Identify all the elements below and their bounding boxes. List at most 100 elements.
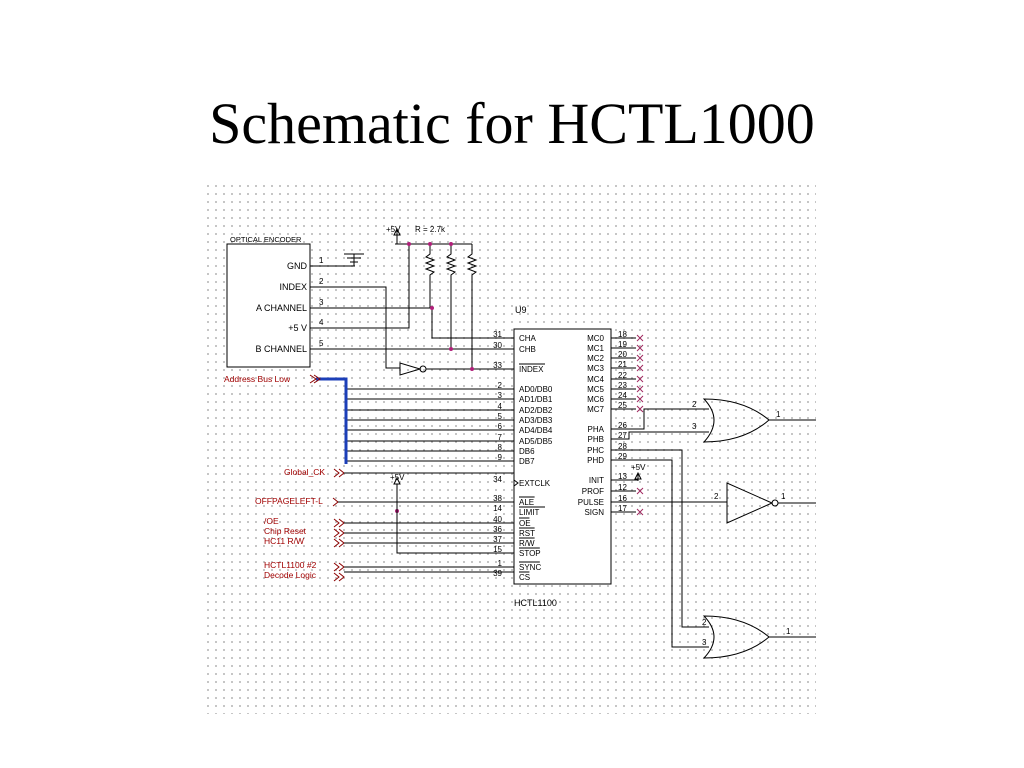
chip-pin-num-28: 28 [618, 442, 627, 451]
encoder-pin-num-1: 1 [319, 256, 324, 265]
chip-pin-num-29: 29 [618, 452, 627, 461]
chip-pin-num-13: 13 [618, 472, 627, 481]
power-label-mid: +5V [390, 473, 405, 482]
net-label-offpage: OFFPAGELEFT-L [255, 496, 323, 506]
chip-pin-num-39: 39 [493, 569, 502, 578]
slide-title: Schematic for HCTL1000 [209, 91, 815, 156]
net-label-hctl-2: HCTL1100 #2 [264, 560, 317, 570]
chip-pin-label-mc5: MC5 [587, 385, 604, 394]
chip-pin-num-18: 18 [618, 330, 627, 339]
schematic-diagram: OPTICAL ENCODER GND INDEX A CHANNEL +5 V… [204, 182, 824, 714]
junction-dots [395, 242, 474, 513]
chip-pin-label-cs: CS [519, 573, 530, 582]
chip-pin-num-24: 24 [618, 391, 627, 400]
chip-pin-num-12: 12 [618, 483, 627, 492]
chip-pin-num-38: 38 [493, 494, 502, 503]
net-label-decode: Decode Logic [264, 570, 317, 580]
chip-pin-label-mc6: MC6 [587, 395, 604, 404]
chip-pin-label-ale: ALE [519, 498, 534, 507]
chip-pin-label-init: INIT [589, 476, 604, 485]
chip-pin-num-22: 22 [618, 371, 627, 380]
power-label-right: +5V [631, 463, 646, 472]
or2-in1: 2 [702, 618, 707, 627]
chip-pin-num-37: 37 [493, 535, 502, 544]
net-label-oe: /OE [264, 516, 279, 526]
chip-pin-label-phb: PHB [588, 435, 604, 444]
chip-pin-label-extclk: EXTCLK [519, 479, 551, 488]
chip-pin-num-40: 40 [493, 515, 502, 524]
or-gate-1: 2 3 1 [611, 398, 824, 443]
chip-pin-label-phd: PHD [587, 456, 604, 465]
chip-pin-label-limit: LIMIT [519, 508, 540, 517]
chip-pin-label-ad3-db3: AD3/DB3 [519, 416, 553, 425]
or-gate-2: 2 3 1 [611, 449, 824, 659]
chip-pin-num-3: 3 [498, 391, 503, 400]
or1-out: 1 [776, 410, 781, 419]
encoder-title: OPTICAL ENCODER [230, 235, 302, 244]
chip-pin-num-2: 2 [498, 381, 503, 390]
chip-pin-label-mc4: MC4 [587, 375, 604, 384]
chip-pin-num-5: 5 [498, 412, 503, 421]
chip-pin-label-oe: OE [519, 519, 531, 528]
chip-pin-label-cha: CHA [519, 334, 537, 343]
chip-pin-num-30: 30 [493, 341, 502, 350]
chip-pin-num-15: 15 [493, 545, 502, 554]
chip-pin-label-db6: DB6 [519, 447, 535, 456]
net-label-hc11-rw: HC11 R/W [264, 536, 304, 546]
encoder-pin-a-channel: A CHANNEL [256, 303, 307, 313]
chip-pin-label-ad0-db0: AD0/DB0 [519, 385, 553, 394]
net-labels-left: Global_CK +5V OFFPAGELEFT-L /OE Chip Res… [255, 467, 514, 582]
encoder-pin-gnd: GND [287, 261, 308, 271]
chip-pin-num-36: 36 [493, 525, 502, 534]
chip-pin-label-mc2: MC2 [587, 354, 604, 363]
chip-pin-label-pulse: PULSE [578, 498, 604, 507]
net-label-address-bus: Address Bus Low [224, 374, 291, 384]
chip-pin-label-pha: PHA [588, 425, 605, 434]
chip-pin-num-8: 8 [498, 443, 503, 452]
chip-pin-label-mc1: MC1 [587, 344, 604, 353]
chip-pin-label-phc: PHC [587, 446, 604, 455]
or1-in1: 2 [692, 400, 697, 409]
or1-in2: 3 [692, 422, 697, 431]
encoder-pin-num-3: 3 [319, 298, 324, 307]
buf-out: 1 [781, 492, 786, 501]
chip-pin-num-34: 34 [493, 475, 502, 484]
chip-pin-num-20: 20 [618, 350, 627, 359]
chip-pin-label-ad5-db5: AD5/DB5 [519, 437, 553, 446]
chip-pin-num-16: 16 [618, 494, 627, 503]
chip-pin-num-17: 17 [618, 504, 627, 513]
encoder-pin-num-4: 4 [319, 318, 324, 327]
chip-pin-label-stop: STOP [519, 549, 541, 558]
chip-pin-label-mc7: MC7 [587, 405, 604, 414]
chip-pin-num-25: 25 [618, 401, 627, 410]
or2-out: 1 [786, 627, 791, 636]
address-bus: Address Bus Low [224, 374, 348, 464]
chip-pin-num-1: 1 [498, 559, 503, 568]
chip-pin-label-r-w: R/W [519, 539, 535, 548]
buf-in: 2 [714, 492, 719, 501]
chip-pin-num-4: 4 [498, 402, 503, 411]
optical-encoder: OPTICAL ENCODER GND INDEX A CHANNEL +5 V… [226, 235, 324, 368]
or2-in2: 3 [702, 638, 707, 647]
chip-pin-num-7: 7 [498, 433, 503, 442]
buffer-gate: 2 1 +5V [611, 463, 824, 524]
chip-pin-num-27: 27 [618, 431, 627, 440]
chip-pin-label-ad4-db4: AD4/DB4 [519, 426, 553, 435]
encoder-pin-5v: +5 V [288, 323, 307, 333]
chip-pin-num-19: 19 [618, 340, 627, 349]
chip-pin-label-sign: SIGN [584, 508, 604, 517]
chip-pin-label-mc0: MC0 [587, 334, 604, 343]
chip-name: HCTL1100 [514, 598, 557, 608]
chip-pin-label-rst: RST [519, 529, 535, 538]
encoder-pin-num-2: 2 [319, 277, 324, 286]
chip-pin-num-6: 6 [498, 422, 503, 431]
chip-pin-label-prof: PROF [582, 487, 604, 496]
chip-pin-label-chb: CHB [519, 345, 536, 354]
chip-pin-num-26: 26 [618, 421, 627, 430]
chip-pin-num-21: 21 [618, 360, 627, 369]
chip-pin-label-sync: SYNC [519, 563, 541, 572]
chip-pin-label-index: INDEX [519, 365, 544, 374]
chip-pin-num-9: 9 [498, 453, 503, 462]
